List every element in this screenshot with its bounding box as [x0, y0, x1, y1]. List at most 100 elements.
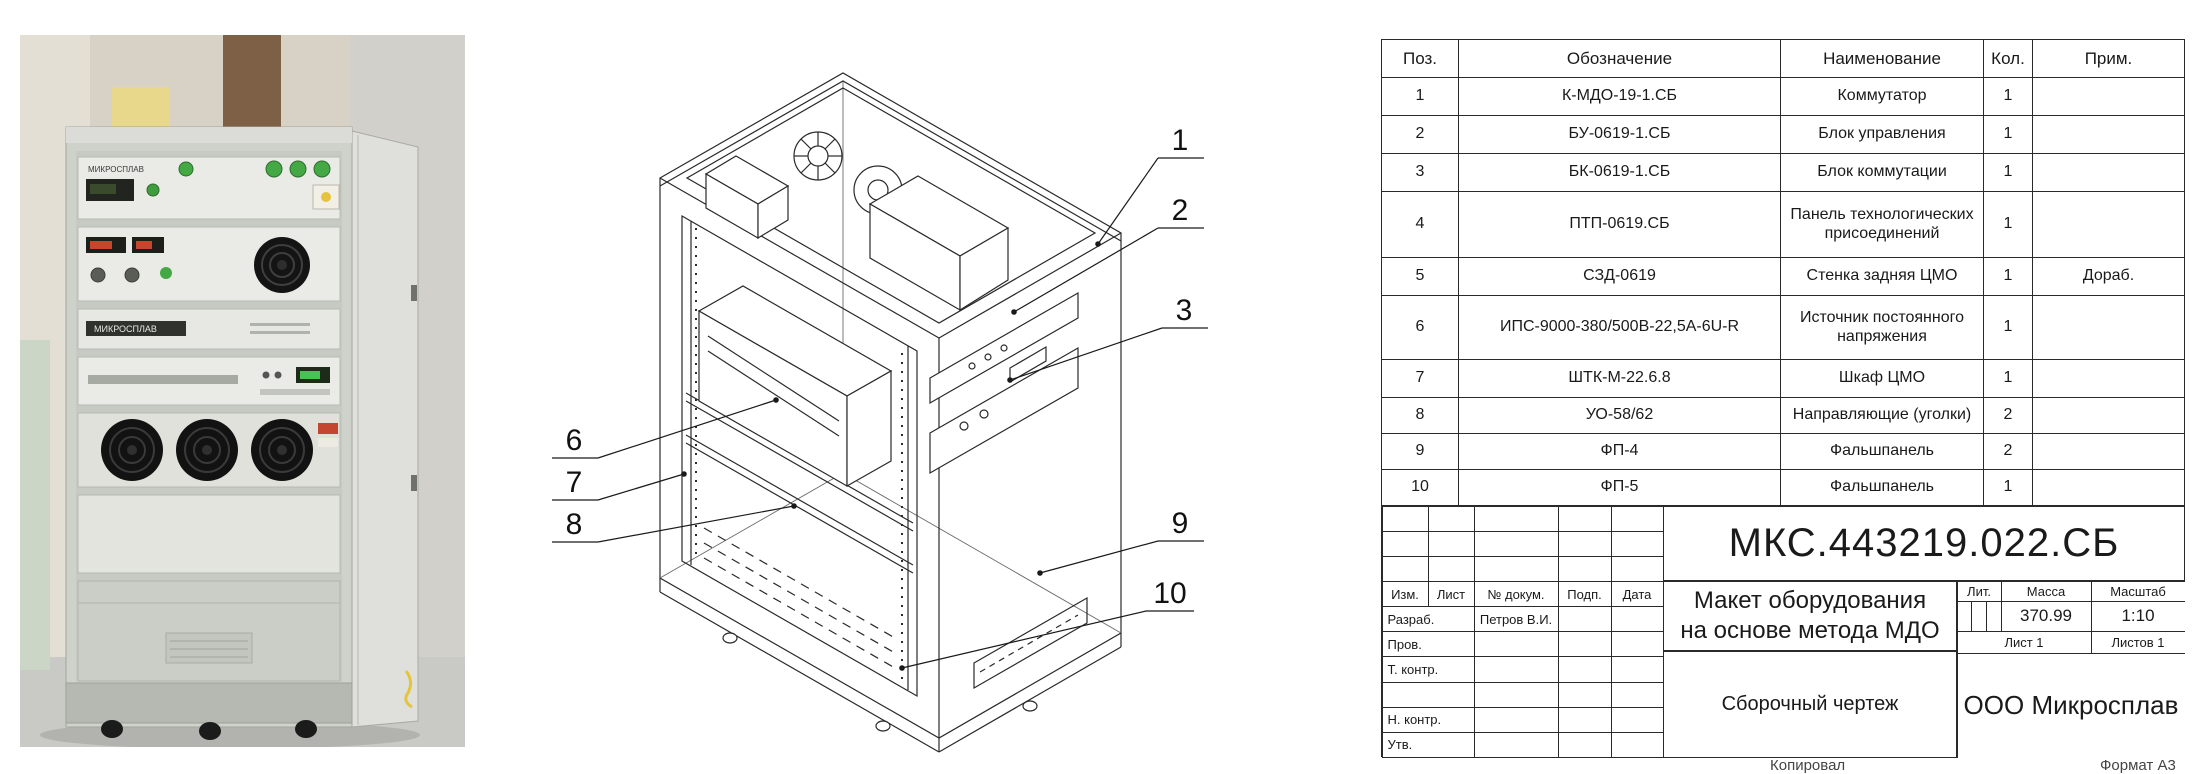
bom-cell: Шкаф ЦМО: [1780, 359, 1984, 398]
callout-10: 10: [899, 577, 1194, 671]
bom-cell: 1: [1983, 469, 2033, 506]
brand-label: МИКРОСПЛАВ: [94, 324, 157, 334]
bom-cell: Направляющие (уголки): [1780, 397, 1984, 434]
bom-header-qty: Кол.: [1983, 39, 2033, 78]
bom-cell: ФП-4: [1458, 433, 1781, 470]
utv-label: Утв.: [1382, 731, 1475, 758]
callout-label: 2: [1172, 194, 1189, 227]
bom-cell: Панель технологических присоединений: [1780, 191, 1984, 258]
knob: [124, 267, 140, 283]
sheets-total: Листов 1: [2090, 630, 2185, 654]
bom-cell: 9: [1381, 433, 1459, 470]
bom-cell: [2032, 469, 2185, 506]
callout-9: 9: [1037, 507, 1204, 576]
isometric-cabinet: 1 2 3 6: [552, 72, 1208, 753]
bom-cell: 1: [1983, 257, 2033, 296]
callout-label: 3: [1176, 294, 1193, 327]
bom-header-name: Наименование: [1780, 39, 1984, 78]
sheet-number: Лист 1: [1957, 630, 2092, 654]
vent-slots: [703, 527, 1088, 690]
bom-cell: [2032, 115, 2185, 154]
bom-cell: 1: [1381, 77, 1459, 116]
knob: [90, 267, 106, 283]
bom-cell: 1: [1983, 77, 2033, 116]
green-button: [146, 183, 160, 197]
bom-cell: 1: [1983, 115, 2033, 154]
bom-header-note: Прим.: [2032, 39, 2185, 78]
bom-cell: 10: [1381, 469, 1459, 506]
date-cell: [1610, 606, 1663, 633]
change-record-grid: [1382, 506, 1663, 581]
col-doc: № докум.: [1473, 581, 1559, 608]
bom-cell: Стенка задняя ЦМО: [1780, 257, 1984, 296]
col-podp: Подп.: [1557, 581, 1612, 608]
bom-cell: Фальшпанель: [1780, 433, 1984, 470]
vent-grille: [165, 632, 253, 664]
callout-6: 6: [552, 397, 779, 459]
bom-cell: 6: [1381, 295, 1459, 360]
lower-front: [77, 580, 341, 682]
mounting-rails: [690, 221, 909, 690]
razrab-label: Разраб.: [1382, 606, 1475, 633]
bom-cell: 1: [1983, 359, 2033, 398]
doc-title: Макет оборудования на основе метода МДО: [1663, 581, 1957, 651]
bom-cell: 2: [1983, 397, 2033, 434]
callout-1: 1: [1095, 124, 1204, 247]
bom-cell: 1: [1983, 191, 2033, 258]
green-button: [160, 267, 172, 279]
bom-cell: ИПС-9000-380/500В-22,5А-6U-R: [1458, 295, 1781, 360]
bom-cell: Дораб.: [2032, 257, 2185, 296]
callout-label: 10: [1153, 577, 1186, 610]
front-opening: [681, 214, 918, 698]
massa-value: 370.99: [2000, 600, 2092, 632]
caster: [199, 722, 221, 740]
tkontr-label: Т. контр.: [1382, 656, 1475, 683]
green-button: [313, 160, 331, 178]
doc-title-line2: на основе метода МДО: [1680, 617, 1940, 644]
signature-cell: [1557, 606, 1612, 633]
bom-cell: 2: [1983, 433, 2033, 470]
bom-cell: ШТК-М-22.6.8: [1458, 359, 1781, 398]
bom-cell: [2032, 295, 2185, 360]
bom-cell: Коммутатор: [1780, 77, 1984, 116]
col-data: Дата: [1610, 581, 1663, 608]
doc-type: Сборочный чертеж: [1663, 651, 1957, 758]
isometric-drawing: 1 2 3 6: [540, 28, 1230, 764]
open-door: [351, 130, 419, 728]
masshtab-label: Масштаб: [2090, 581, 2185, 602]
bom-cell: [2032, 397, 2185, 434]
base: [65, 682, 353, 724]
bom-cell: 3: [1381, 153, 1459, 192]
bom-cell: Блок управления: [1780, 115, 1984, 154]
green-button: [289, 160, 307, 178]
bom-cell: [2032, 77, 2185, 116]
bom-cell: БК-0619-1.СБ: [1458, 153, 1781, 192]
callout-2: 2: [1011, 194, 1204, 315]
bom-header-pos: Поз.: [1381, 39, 1459, 78]
callout-7: 7: [552, 466, 687, 501]
bom-cell: 4: [1381, 191, 1459, 258]
bom-cell: К-МДО-19-1.СБ: [1458, 77, 1781, 116]
bom-cell: [2032, 153, 2185, 192]
signature-table: Изм. Лист № докум. Подп. Дата Разраб. Пе…: [1382, 581, 1663, 758]
bom-cell: 1: [1983, 153, 2033, 192]
prov-label: Пров.: [1382, 631, 1475, 658]
bom-cell: 8: [1381, 397, 1459, 434]
col-izm: Изм.: [1382, 581, 1429, 608]
side-equipment: [20, 340, 50, 670]
bom-cell: ПТП-0619.СБ: [1458, 191, 1781, 258]
blank-panel: [77, 494, 341, 574]
top-equipment: [704, 131, 1010, 312]
doc-title-line1: Макет оборудования: [1693, 587, 1927, 614]
callout-3: 3: [1007, 294, 1208, 383]
lit-label: Лит.: [1957, 581, 2002, 602]
bom-cell: 2: [1381, 115, 1459, 154]
bom-cell: 1: [1983, 295, 2033, 360]
razrab-name: Петров В.И.: [1473, 606, 1559, 633]
